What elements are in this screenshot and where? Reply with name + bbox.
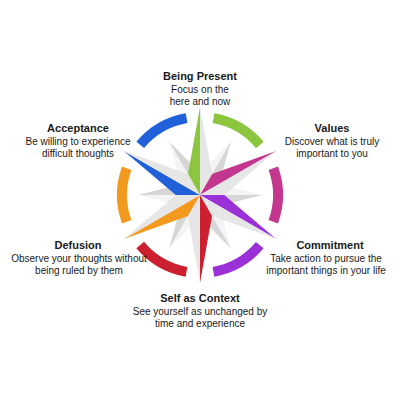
process-heading: Being Present [140, 70, 260, 83]
process-description: Discover what is truly important to you [276, 136, 388, 160]
process-description: See yourself as unchanged by time and ex… [125, 306, 275, 330]
process-heading: Acceptance [13, 122, 143, 135]
process-description: Observe your thoughts without being rule… [4, 253, 154, 277]
process-description: Be willing to experience difficult thoug… [12, 136, 144, 160]
process-description: Focus on the here and now [164, 84, 236, 108]
process-description: Take action to pursue the important thin… [256, 253, 396, 277]
process-heading: Values [272, 122, 392, 135]
process-heading: Commitment [265, 239, 395, 252]
process-heading: Self as Context [125, 292, 275, 305]
process-heading: Defusion [8, 239, 148, 252]
